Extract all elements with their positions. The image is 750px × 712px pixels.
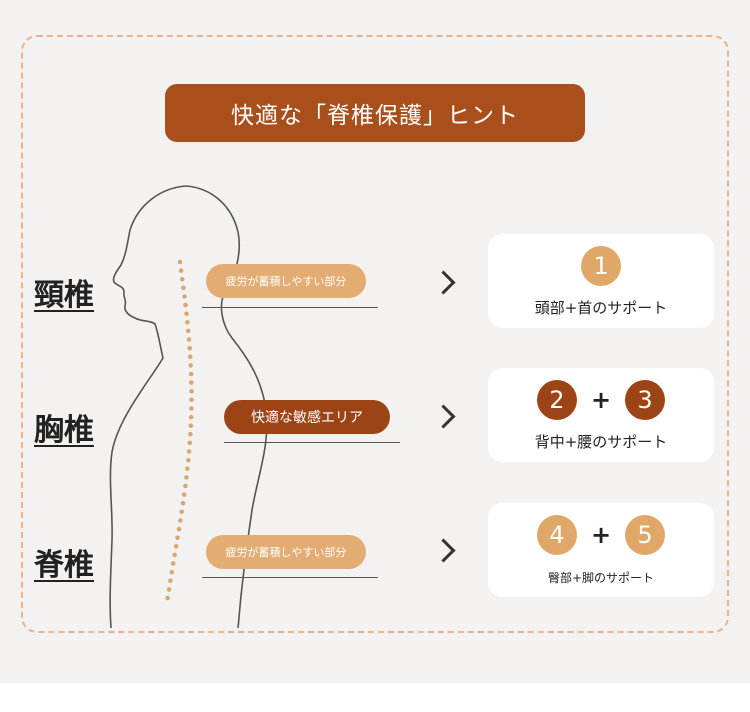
note-pill-lumbar: 疲労が蓄積しやすい部分 (206, 535, 366, 569)
badge-2: 2 (536, 380, 577, 420)
badge-5: 5 (625, 515, 666, 555)
note-pill-cervical: 疲労が蓄積しやすい部分 (206, 264, 366, 298)
spine-dot (186, 337, 192, 342)
card-lumbar: 4 + 5 臀部+脚のサポート (488, 503, 714, 597)
pointer-line-cervical (202, 307, 378, 308)
spine-dot (178, 268, 184, 273)
spine-dot (165, 595, 170, 601)
card-text-cervical: 頭部+首のサポート (534, 299, 668, 317)
spine-dot (175, 535, 180, 540)
spine-dot (180, 276, 185, 282)
spine-dot (188, 371, 194, 377)
spine-dot (189, 380, 194, 385)
spine-dot (187, 354, 193, 360)
spine-dot (166, 587, 172, 592)
spine-dots (165, 259, 194, 601)
spine-dot (178, 518, 183, 523)
section-label-lumbar: 脊椎 (34, 548, 94, 583)
title-banner: 快適な「脊椎保護」ヒント (165, 84, 585, 142)
spine-dot (182, 294, 187, 299)
spine-dot (180, 500, 186, 506)
spine-dot (188, 363, 193, 368)
spine-dot (173, 544, 179, 549)
spine-dot (179, 509, 184, 515)
plus-sign: + (590, 386, 612, 414)
plus-sign: + (590, 521, 612, 549)
section-label-cervical: 頸椎 (34, 278, 94, 313)
spine-dot (187, 440, 193, 446)
spine-dot (176, 526, 182, 532)
spine-dot (183, 483, 188, 489)
badge-row: 1 (488, 246, 714, 286)
spine-dot (186, 457, 191, 463)
spine-dot (183, 302, 188, 308)
card-thoracic: 2 + 3 背中+腰のサポート (488, 368, 714, 462)
badge-1: 1 (581, 246, 621, 286)
spine-dot (187, 345, 192, 351)
card-text-lumbar: 臀部+脚のサポート (547, 571, 655, 585)
spine-dot (172, 552, 177, 558)
dashed-frame (21, 35, 729, 633)
spine-dot (188, 432, 193, 437)
bottom-strip (0, 683, 750, 712)
note-pill-thoracic: 快適な敏感エリア (224, 400, 390, 434)
spine-dot (181, 285, 186, 291)
silhouette-front-outline (109, 185, 187, 629)
spine-dot (185, 328, 191, 334)
badge-row: 2 + 3 (488, 380, 714, 420)
spine-dot (184, 475, 189, 480)
card-text-thoracic: 背中+腰のサポート (534, 433, 668, 451)
spine-dot (169, 569, 175, 575)
spine-dot (189, 406, 194, 411)
spine-dot (189, 388, 194, 394)
badge-row: 4 + 5 (488, 515, 714, 555)
spine-dot (184, 311, 189, 317)
spine-dot (189, 397, 194, 403)
spine-dot (168, 578, 173, 584)
spine-dot (188, 423, 194, 429)
spine-dot (185, 466, 190, 472)
spine-dot (185, 320, 190, 325)
section-label-thoracic: 胸椎 (34, 413, 94, 448)
page-title: 快適な「脊椎保護」ヒント (231, 103, 519, 129)
spine-dot (170, 561, 176, 566)
pointer-line-lumbar (202, 577, 378, 578)
spine-dot (177, 259, 183, 265)
badge-4: 4 (536, 515, 577, 555)
silhouette-back-outline (185, 185, 268, 629)
spine-dot (181, 492, 187, 497)
spine-dot (188, 414, 194, 420)
spine-dot (186, 449, 192, 454)
card-cervical: 1 頭部+首のサポート (488, 234, 714, 328)
pointer-line-thoracic (224, 442, 400, 443)
badge-3: 3 (625, 380, 666, 420)
